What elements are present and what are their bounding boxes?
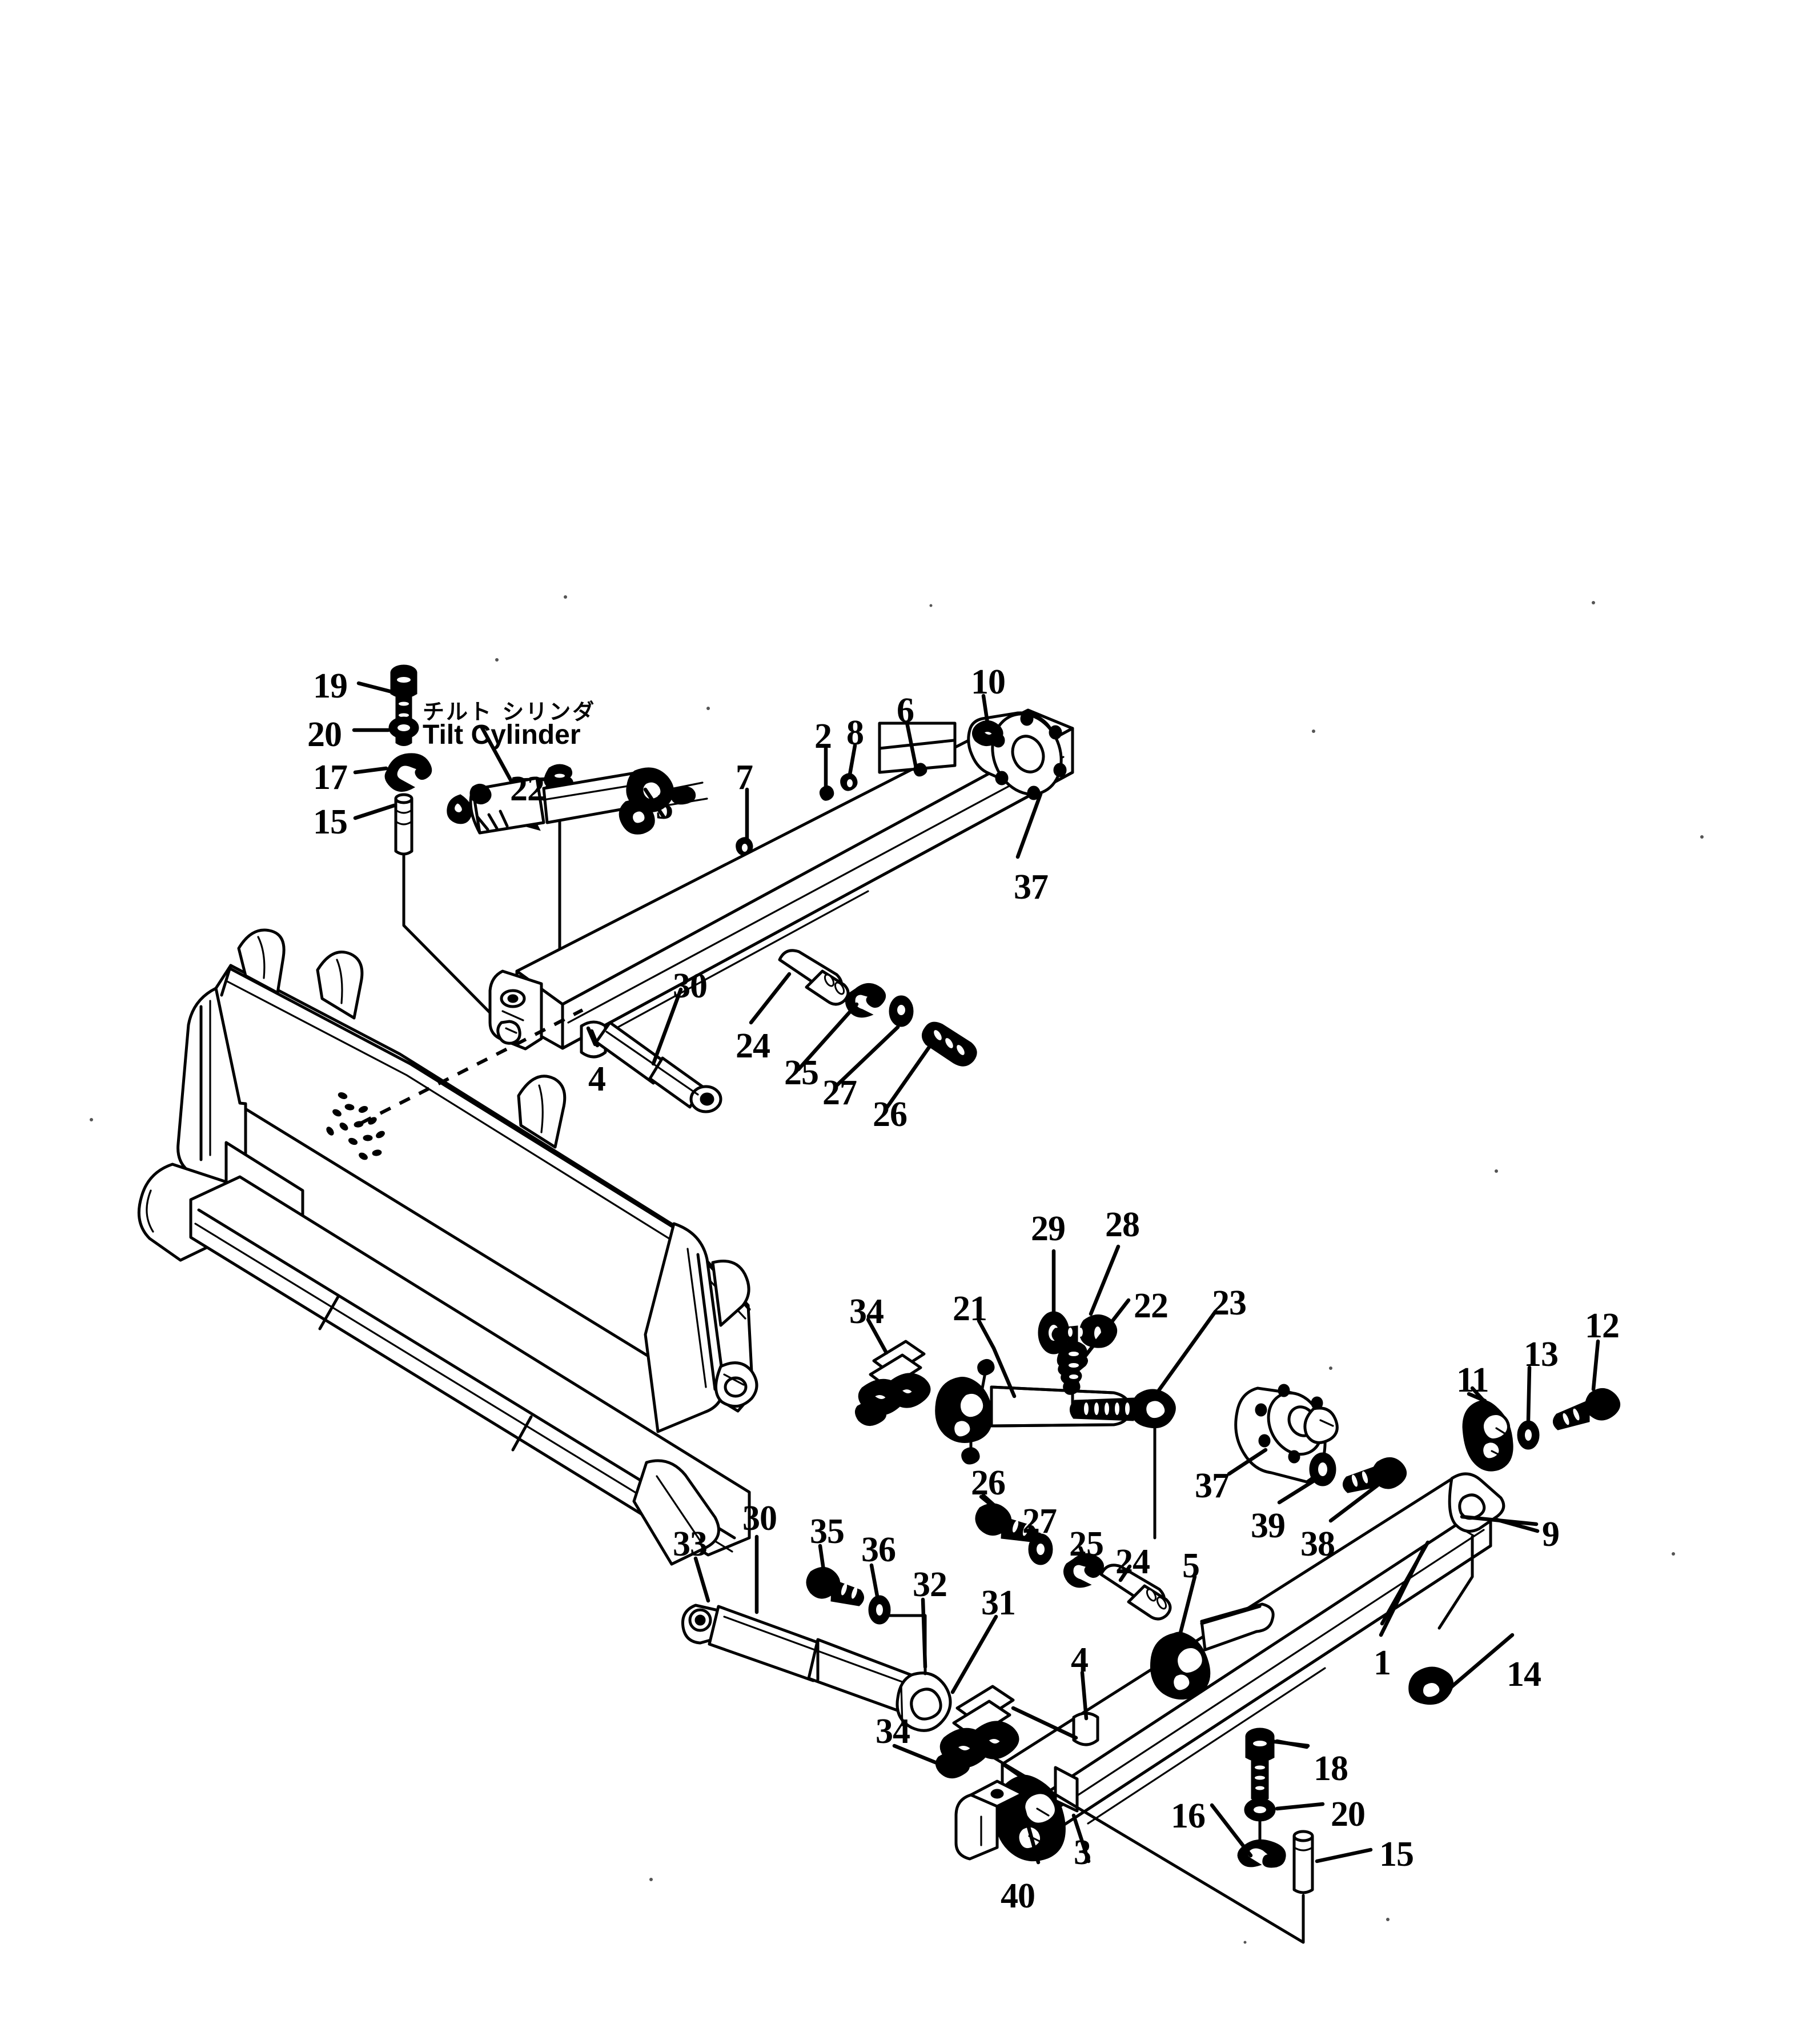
- part-11-bracket: [1462, 1400, 1513, 1472]
- part-24-lower-pin: [1099, 1564, 1172, 1621]
- callout-28: 28: [1105, 1205, 1140, 1244]
- callout-2: 2: [814, 717, 832, 756]
- callout-5: 5: [656, 788, 673, 827]
- callout-31: 31: [981, 1584, 1016, 1622]
- callout-39: 39: [1251, 1506, 1286, 1545]
- part-25-upper-clip: [845, 983, 886, 1018]
- callout-23: 23: [1212, 1284, 1247, 1322]
- callout-8: 8: [846, 714, 864, 752]
- callout-4: 4: [588, 1060, 606, 1099]
- callout-30: 30: [742, 1499, 777, 1538]
- part-36-washer: [868, 1595, 891, 1625]
- callout-16: 16: [1171, 1797, 1206, 1835]
- callout-12: 12: [1585, 1306, 1620, 1345]
- part-12-bolt: [1553, 1388, 1620, 1430]
- callout-9: 9: [1542, 1515, 1560, 1554]
- callout-20: 20: [307, 715, 342, 754]
- part-17-clip: [384, 753, 432, 792]
- part-18-bolt: [1245, 1728, 1275, 1802]
- callout-10: 10: [971, 663, 1006, 702]
- callout-35: 35: [810, 1512, 845, 1551]
- callout-26: 26: [971, 1464, 1006, 1502]
- caption-japanese-tilt-cylinder: チルト シリンダ: [423, 699, 596, 724]
- callout-34: 34: [876, 1712, 910, 1751]
- callout-15: 15: [313, 803, 348, 841]
- callout-21: 21: [953, 1289, 987, 1328]
- part-37-lower-flange: [1234, 1384, 1339, 1484]
- part-26-upper-bolt: [922, 1021, 977, 1067]
- dozer-blade: [137, 928, 758, 1566]
- callout-18: 18: [1314, 1749, 1348, 1788]
- callout-40: 40: [1001, 1877, 1035, 1915]
- part-23-bolt: [1070, 1389, 1176, 1429]
- part-27-lower-washer: [1028, 1533, 1053, 1565]
- part-30-upper-brace: [595, 1021, 722, 1113]
- part-28-bolt: [1051, 1314, 1118, 1348]
- part-38-bolt: [1343, 1457, 1407, 1493]
- part-13-washer: [1517, 1420, 1540, 1450]
- part-35-bolt: [806, 1567, 864, 1606]
- part-16-clip: [1237, 1839, 1286, 1868]
- callout-34: 34: [849, 1292, 884, 1331]
- callout-13: 13: [1524, 1335, 1559, 1374]
- part-20-lower-washer: [1244, 1798, 1276, 1822]
- callout-5: 5: [1182, 1546, 1200, 1585]
- callout-29: 29: [1031, 1209, 1066, 1248]
- part-39-washer: [1309, 1452, 1336, 1486]
- part-14-nut: [1408, 1666, 1453, 1705]
- part-40-block: [954, 1780, 1024, 1861]
- callout-3: 3: [1074, 1833, 1091, 1872]
- callout-22: 22: [1134, 1286, 1168, 1325]
- callout-37: 37: [1014, 868, 1049, 907]
- callout-6: 6: [897, 691, 914, 730]
- part-25-lower-clip: [1063, 1553, 1104, 1588]
- callout-22: 22: [510, 769, 545, 808]
- callout-20: 20: [1331, 1795, 1366, 1834]
- callout-27: 27: [822, 1073, 857, 1112]
- callout-17: 17: [313, 758, 348, 797]
- callout-26: 26: [873, 1095, 907, 1134]
- part-15-pin: [394, 793, 413, 856]
- callout-37: 37: [1195, 1466, 1230, 1505]
- part-22-lower-bolt: [1057, 1341, 1088, 1385]
- callout-24: 24: [1115, 1542, 1150, 1581]
- callout-27: 27: [1022, 1502, 1057, 1541]
- callout-32: 32: [913, 1565, 947, 1604]
- part-27-upper-washer: [889, 995, 914, 1027]
- callout-25: 25: [1069, 1525, 1104, 1564]
- part-30-lower-cylinder: [681, 1604, 952, 1732]
- part-34-shims-lower: [935, 1685, 1019, 1778]
- callout-36: 36: [861, 1530, 896, 1569]
- callout-11: 11: [1456, 1361, 1489, 1400]
- callout-25: 25: [784, 1053, 819, 1092]
- upper-push-arm: [488, 708, 1074, 1059]
- tilt-cylinder-upper: [447, 767, 708, 835]
- callout-33: 33: [673, 1525, 708, 1564]
- part-34-shims-upper: [855, 1340, 931, 1426]
- part-20-washer-body: [388, 716, 419, 739]
- callout-15: 15: [1379, 1835, 1414, 1874]
- callout-38: 38: [1300, 1525, 1335, 1564]
- callout-19: 19: [313, 667, 348, 706]
- callout-24: 24: [736, 1027, 770, 1065]
- callout-4: 4: [1071, 1641, 1089, 1680]
- part-24-upper-pin: [778, 949, 850, 1006]
- callout-1: 1: [1374, 1644, 1391, 1682]
- callout-7: 7: [736, 758, 753, 797]
- part-15-lower-pin: [1292, 1830, 1314, 1894]
- callout-14: 14: [1507, 1655, 1541, 1694]
- callout-30: 30: [673, 967, 708, 1005]
- caption-english-tilt-cylinder: Tilt Cylinder: [423, 720, 581, 750]
